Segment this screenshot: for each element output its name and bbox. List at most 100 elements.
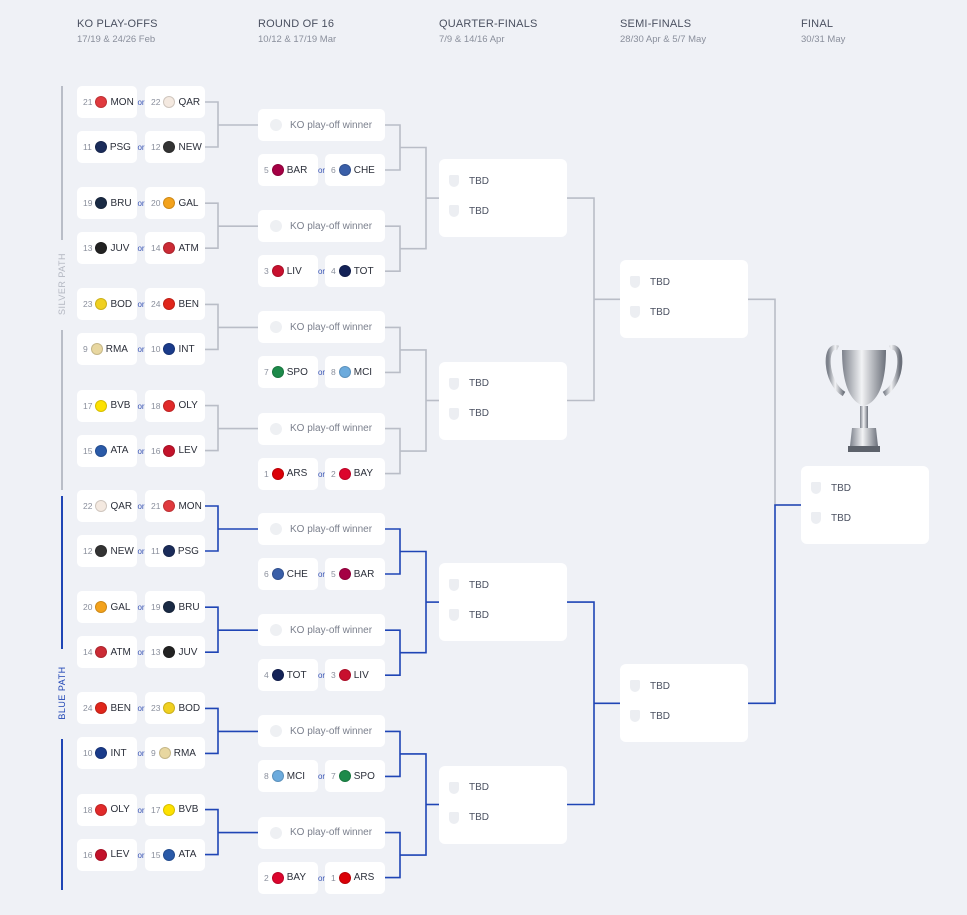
winner-label: KO play-off winner (290, 523, 373, 535)
ko-playoff-winner[interactable]: KO play-off winner (258, 109, 385, 141)
connector-line (400, 349, 427, 452)
team-code: BAR (286, 164, 308, 176)
round-dates: 30/31 May (801, 34, 846, 45)
seed-number: 4 (331, 266, 336, 277)
ko-playoff-winner[interactable]: KO play-off winner (258, 816, 385, 849)
seed-number: 2 (264, 872, 269, 883)
team-bod[interactable]: 23 BOD (145, 692, 205, 725)
seed-number: 23 (151, 703, 161, 714)
team-code: BVB (110, 400, 131, 412)
ko-playoff-winner[interactable]: KO play-off winner (258, 513, 385, 545)
seed-number: 14 (83, 647, 93, 658)
team-code: LIV (353, 669, 369, 681)
team-code: OLY (110, 804, 130, 816)
shield-icon (449, 811, 459, 824)
seed-number: 15 (83, 445, 93, 456)
team-crest-icon (95, 601, 108, 614)
team-crest-icon (163, 343, 176, 356)
ko-playoff-winner[interactable]: KO play-off winner (258, 311, 385, 344)
seed-number: 10 (83, 748, 93, 759)
team-crest-icon (163, 96, 176, 108)
path-line (61, 86, 63, 240)
team-code: BOD (178, 702, 201, 714)
seed-number: 8 (264, 771, 269, 782)
connector-line (385, 528, 401, 575)
path-line (61, 330, 63, 490)
ko-playoff-winner[interactable]: KO play-off winner (258, 715, 385, 748)
winner-label: KO play-off winner (290, 423, 373, 435)
seed-number: 12 (151, 142, 161, 152)
ko-playoff-winner[interactable]: KO play-off winner (258, 412, 385, 445)
team-code: BEN (110, 702, 132, 714)
team-crest-icon (163, 646, 176, 659)
connector-line (400, 753, 427, 856)
team-code: LIV (286, 265, 302, 277)
team-code: BVB (178, 804, 199, 816)
ko-playoff-winner[interactable]: KO play-off winner (258, 614, 385, 647)
or-label: or (137, 98, 145, 107)
team-crest-icon (338, 669, 351, 682)
team-crest-icon (271, 770, 284, 783)
ko-playoff-winner[interactable]: KO play-off winner (258, 210, 385, 243)
or-label: or (137, 749, 145, 759)
team-code: INT (178, 343, 195, 355)
team-tbd: TBD (831, 482, 851, 494)
seed-number: 15 (151, 849, 161, 860)
seed-number: 11 (151, 546, 160, 556)
